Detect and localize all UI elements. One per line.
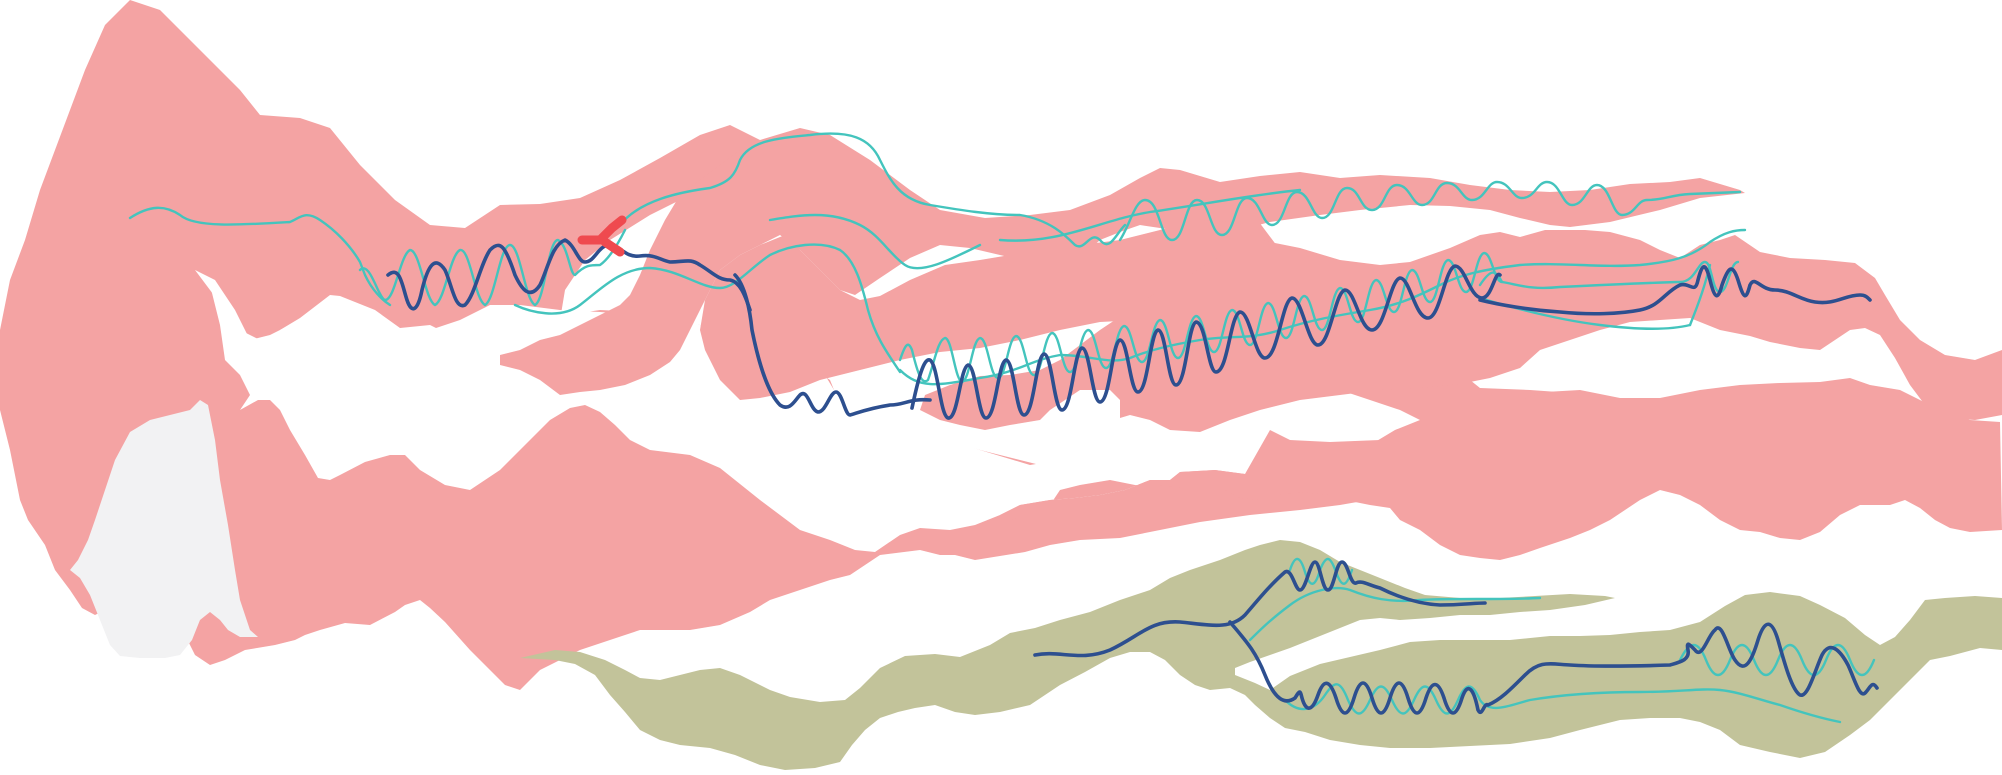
navy-line-middle-wave	[910, 264, 1502, 420]
teal-line-olive-right-wave	[1678, 643, 1876, 677]
teal-line-upper-right-smooth	[998, 188, 1302, 242]
teal-line-middle-smooth	[898, 228, 1747, 386]
teal-line-upper-right-wave	[1118, 180, 1742, 242]
left-mass-inner-hole	[70, 400, 258, 658]
teal-line-olive-mid	[1248, 586, 1542, 642]
teal-line-upper-left	[128, 206, 392, 307]
pink-band-lower-center	[1000, 378, 2002, 560]
olive-band-lower	[520, 540, 2002, 770]
teal-line-upper-wave	[358, 228, 627, 307]
navy-line-olive-upper	[1033, 560, 1487, 658]
pink-band-left-mass	[0, 0, 1600, 690]
teal-line-mid-left-lower	[768, 213, 982, 270]
teal-line-upper-arc	[618, 132, 1127, 248]
navy-line-upper-wave	[386, 238, 752, 312]
navy-line-right-wave	[1478, 265, 1872, 316]
x-cross-marker-icon	[577, 215, 627, 257]
navy-line-olive-descent	[1228, 620, 1879, 715]
navy-line-upper-drop	[733, 273, 932, 417]
pink-band-middle	[700, 210, 1300, 400]
pink-band-right	[920, 230, 2002, 432]
